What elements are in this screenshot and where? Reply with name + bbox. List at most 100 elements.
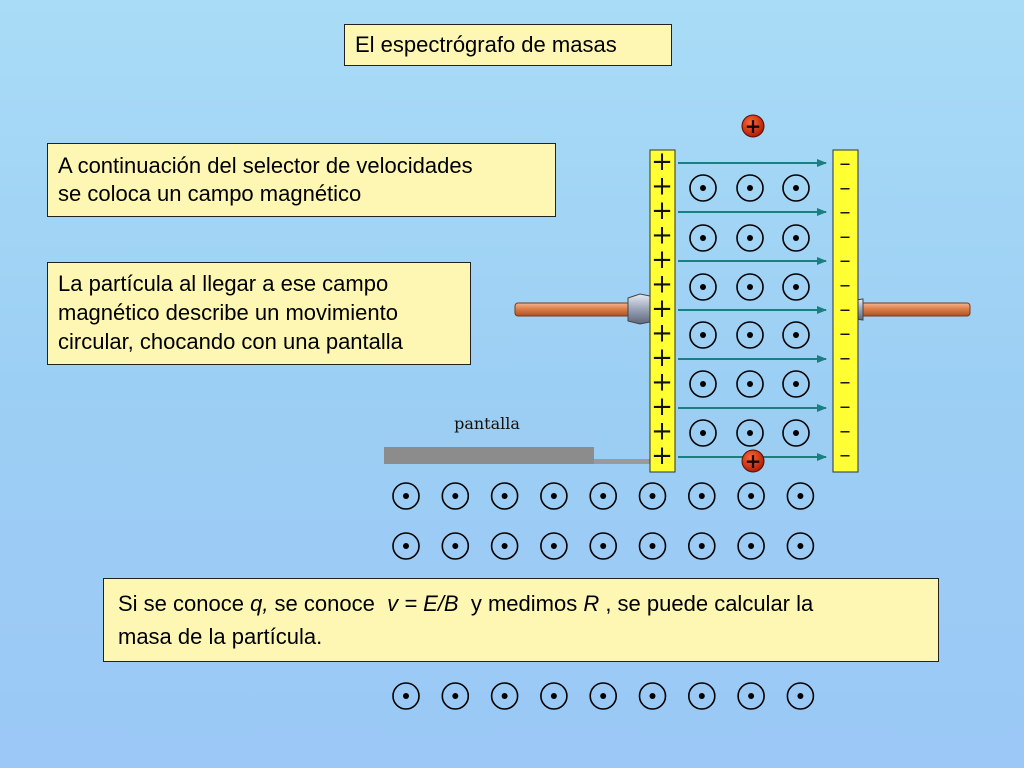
plus-sign: + <box>651 172 673 202</box>
minus-sign: – <box>840 370 851 395</box>
minus-sign: – <box>840 224 851 249</box>
formula-note: Si se conoce q, se conoce v = E/B y medi… <box>103 578 939 662</box>
field-out-symbol <box>441 682 470 710</box>
formula-radius: R <box>583 591 600 616</box>
field-out-symbol <box>490 482 519 510</box>
field-out-symbol <box>782 370 810 398</box>
field-out-symbol <box>689 224 717 252</box>
field-out-symbol <box>540 532 568 560</box>
electrode-bottom: + <box>741 449 765 473</box>
minus-sign: – <box>840 200 851 225</box>
formula-part1: Si se conoce <box>118 591 251 616</box>
field-out-symbol <box>736 321 764 349</box>
field-out-symbol <box>687 482 716 510</box>
plus-sign: + <box>651 270 673 300</box>
plus-sign: + <box>651 245 673 275</box>
field-out-symbol <box>786 482 815 510</box>
left-rod <box>514 293 651 325</box>
field-out-symbol <box>638 532 667 560</box>
positive-plate: +++++++++++++ <box>649 147 676 473</box>
right-rod <box>855 298 971 321</box>
field-out-symbol <box>736 224 764 252</box>
field-out-symbol <box>736 273 764 301</box>
minus-sign: – <box>840 175 851 200</box>
formula-part2: se conoce <box>268 591 388 616</box>
minus-sign: – <box>840 394 851 419</box>
field-out-symbol <box>737 682 765 710</box>
field-out-symbol <box>392 532 420 560</box>
plus-sign: + <box>651 147 673 177</box>
minus-sign: – <box>840 297 851 322</box>
particle-note-line1: La partícula al llegar a ese campo <box>58 271 389 296</box>
field-out-symbol <box>589 532 618 560</box>
field-out-symbol <box>392 682 420 710</box>
page-title: El espectrógrafo de masas <box>344 24 672 66</box>
field-out-symbol <box>392 482 420 510</box>
electrode-bottom-sign: + <box>745 449 762 473</box>
minus-sign: – <box>840 273 851 298</box>
field-out-symbol <box>737 482 765 510</box>
electric-field-arrows <box>678 159 827 461</box>
field-out-symbol <box>540 482 568 510</box>
electrode-top-sign: + <box>745 114 762 138</box>
selector-magnetic-field <box>689 174 810 447</box>
field-out-symbol <box>441 532 470 560</box>
formula-part4: , se puede calcular la <box>599 591 814 616</box>
plus-sign: + <box>651 392 673 422</box>
field-out-symbol <box>540 682 568 710</box>
field-out-symbol <box>490 532 519 560</box>
plus-sign: + <box>651 417 673 447</box>
selector-note-line1: A continuación del selector de velocidad… <box>58 153 473 178</box>
selector-note: A continuación del selector de velocidad… <box>47 143 556 217</box>
formula-note-line1: Si se conoce q, se conoce v = E/B y medi… <box>118 587 924 620</box>
electrode-top: + <box>741 114 765 138</box>
formula-part3: y medimos <box>458 591 584 616</box>
field-out-symbol <box>737 532 765 560</box>
field-out-symbol <box>490 682 519 710</box>
minus-sign: – <box>840 345 851 370</box>
field-out-symbol <box>687 532 716 560</box>
field-out-symbol <box>689 273 717 301</box>
field-out-symbol <box>782 224 810 252</box>
screen-label: pantalla <box>454 414 520 433</box>
field-out-symbol <box>689 419 717 447</box>
formula-q: q, <box>250 591 269 616</box>
minus-sign: – <box>840 418 851 443</box>
plus-sign: + <box>651 196 673 226</box>
plus-sign: + <box>651 294 673 324</box>
field-out-symbol <box>441 482 470 510</box>
field-out-symbol <box>687 682 716 710</box>
formula-note-line2: masa de la partícula. <box>118 624 323 649</box>
field-out-symbol <box>782 174 810 202</box>
field-out-symbol <box>689 174 717 202</box>
field-out-symbol <box>589 482 618 510</box>
screen <box>384 447 650 464</box>
minus-sign: – <box>840 321 851 346</box>
plus-sign: + <box>651 368 673 398</box>
field-out-symbol <box>736 419 764 447</box>
field-out-symbol <box>786 532 815 560</box>
field-out-symbol <box>736 370 764 398</box>
minus-sign: – <box>840 248 851 273</box>
selector-note-line2: se coloca un campo magnético <box>58 181 362 206</box>
field-out-symbol <box>689 370 717 398</box>
particle-note-line3: circular, chocando con una pantalla <box>58 329 403 354</box>
field-out-symbol <box>736 174 764 202</box>
field-out-symbol <box>689 321 717 349</box>
negative-plate: ––––––––––––– <box>832 149 859 473</box>
field-out-symbol <box>638 482 667 510</box>
plus-sign: + <box>651 221 673 251</box>
plus-sign: + <box>651 319 673 349</box>
particle-note-line2: magnético describe un movimiento <box>58 300 398 325</box>
field-out-symbol <box>782 321 810 349</box>
field-out-symbol <box>782 419 810 447</box>
field-out-symbol <box>589 682 618 710</box>
field-out-symbol <box>786 682 815 710</box>
field-out-symbol <box>638 682 667 710</box>
formula-velocity: v = E/B <box>387 591 459 616</box>
minus-sign: – <box>840 443 851 468</box>
particle-note: La partícula al llegar a ese campo magné… <box>47 262 471 365</box>
plus-sign: + <box>651 343 673 373</box>
minus-sign: – <box>840 151 851 176</box>
field-out-symbol <box>782 273 810 301</box>
